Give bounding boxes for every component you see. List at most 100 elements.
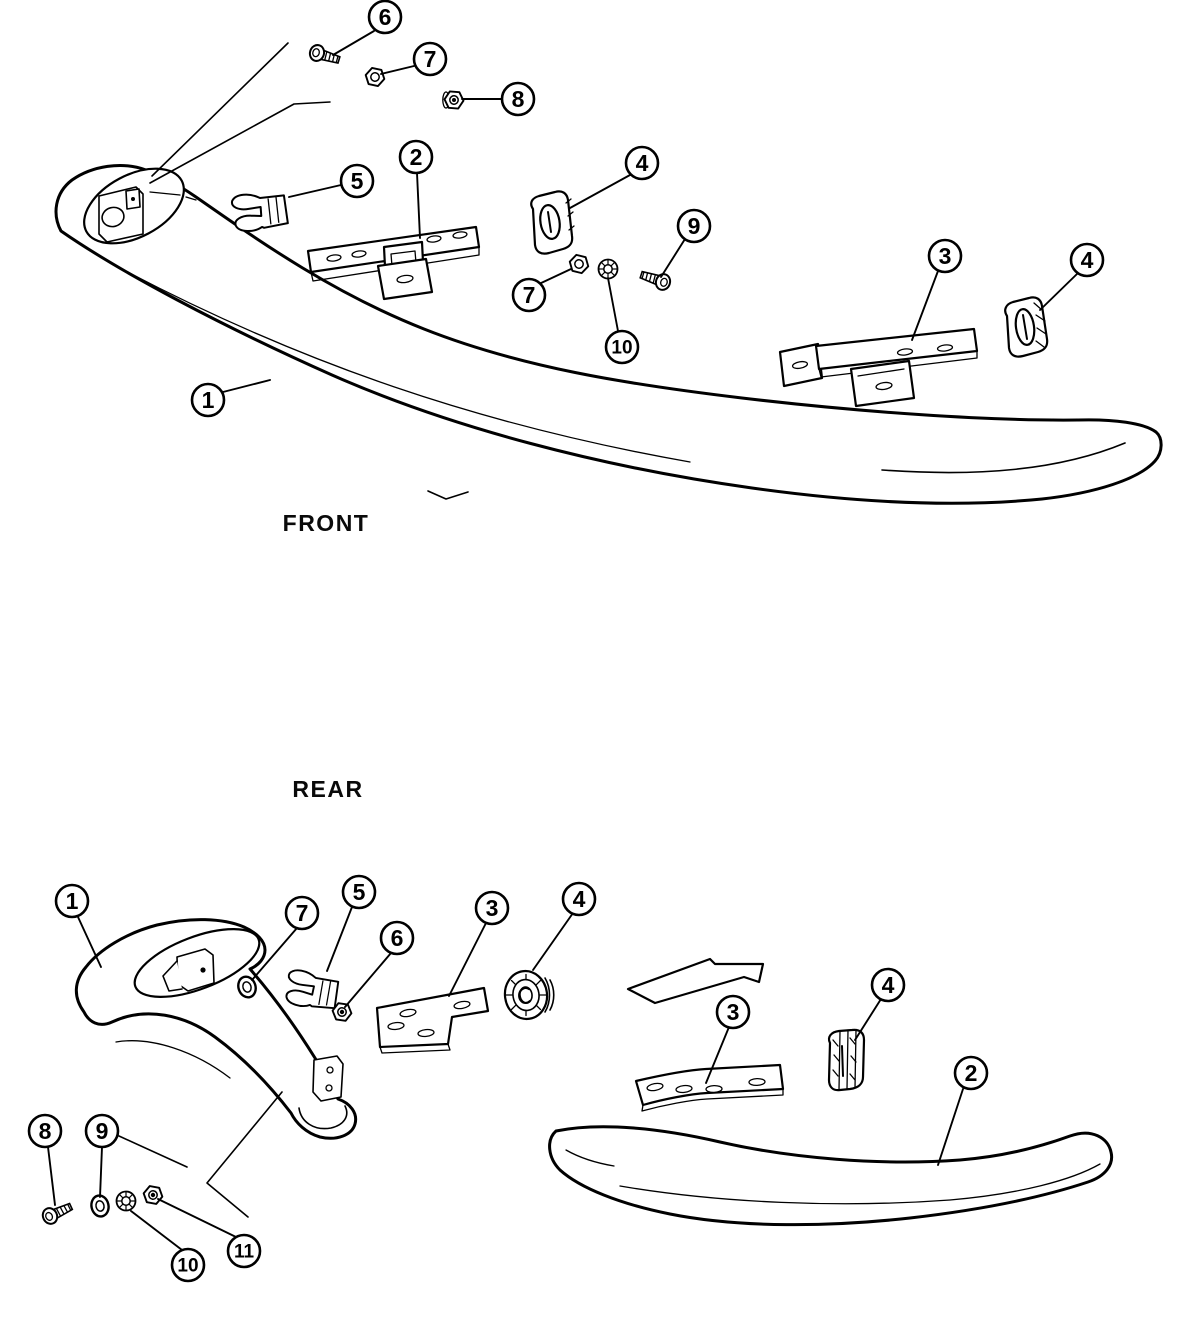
direction-arrow	[626, 957, 765, 1005]
callout-rear-4a-number: 4	[573, 886, 586, 912]
callout-front-5-circle	[339, 163, 375, 199]
callout-rear-7: 7	[251, 895, 320, 981]
callout-front-4b-leader-line	[1039, 272, 1079, 311]
callout-rear-3a-leader-line	[448, 922, 487, 997]
callout-front-8-circle	[500, 81, 536, 117]
callout-rear-8-leader-line	[47, 1146, 56, 1206]
callout-rear-1-number: 1	[66, 888, 79, 914]
callout-front-9-circle	[676, 208, 712, 244]
callout-rear-6: 6	[344, 920, 415, 1008]
callout-rear-11-number: 11	[234, 1242, 255, 1263]
callout-front-9-number: 9	[688, 213, 701, 239]
callout-rear-6-number: 6	[391, 925, 404, 951]
callout-rear-4b: 4	[854, 967, 906, 1041]
callout-front-2: 2	[398, 139, 434, 239]
callout-front-8: 8	[461, 81, 536, 117]
callout-rear-2-number: 2	[965, 1060, 978, 1086]
callout-rear-2: 2	[937, 1055, 989, 1166]
callout-front-8-number: 8	[512, 86, 525, 112]
part-bolt-9	[637, 266, 674, 293]
callout-rear-11: 11	[157, 1198, 262, 1269]
callout-front-4a-leader-line	[569, 174, 631, 209]
part-nut-7-upper	[363, 66, 387, 88]
part-nut-8	[442, 90, 465, 110]
callout-rear-3a-circle	[474, 890, 510, 926]
callout-front-4a-number: 4	[636, 150, 649, 176]
part-grommet-4-rear-left	[503, 969, 555, 1021]
callout-front-7b-circle	[511, 277, 547, 313]
callout-front-5-number: 5	[351, 168, 364, 194]
rear-section-label: REAR	[292, 776, 363, 802]
callout-rear-10-leader-line	[130, 1210, 183, 1251]
callout-rear-10-circle	[170, 1247, 206, 1283]
callout-rear-10-number: 10	[177, 1256, 198, 1277]
callout-front-4a: 4	[569, 145, 660, 209]
part-bracket-3-front	[778, 327, 979, 408]
callout-rear-11-circle	[226, 1233, 262, 1269]
callout-front-3-number: 3	[939, 243, 952, 269]
part-grommet-4-rear-right	[827, 1028, 866, 1092]
callout-rear-1-leader-line	[77, 916, 102, 968]
callout-front-6-number: 6	[379, 4, 392, 30]
callout-front-1-leader-line	[222, 379, 271, 393]
callout-rear-6-circle	[379, 920, 415, 956]
callout-rear-9-number: 9	[96, 1118, 109, 1144]
callout-rear-2-circle	[953, 1055, 989, 1091]
callout-rear-5-leader-line	[326, 906, 353, 972]
callout-front-7a-leader-line	[380, 65, 415, 75]
rear-bumper-left	[74, 918, 358, 1140]
callout-rear-4a: 4	[532, 881, 597, 971]
part-nut-10-rear	[115, 1190, 137, 1212]
callout-rear-5: 5	[326, 874, 377, 972]
front-section-label: FRONT	[283, 510, 370, 536]
callout-front-1-number: 1	[202, 387, 215, 413]
callout-rear-5-circle	[341, 874, 377, 910]
callout-rear-9-circle	[84, 1113, 120, 1149]
callout-front-5-leader-line	[288, 184, 342, 198]
callout-rear-3b-leader-line	[705, 1026, 730, 1084]
callout-rear-8-circle	[27, 1113, 63, 1149]
callout-front-7b-number: 7	[523, 282, 536, 308]
callout-rear-10: 10	[130, 1210, 206, 1283]
callout-front-7a: 7	[380, 41, 448, 77]
callout-front-4a-circle	[624, 145, 660, 181]
callout-front-1-circle	[190, 382, 226, 418]
part-bracket-3-rear-right	[634, 1063, 785, 1112]
callout-rear-3b-circle	[715, 994, 751, 1030]
callout-front-7b: 7	[511, 268, 572, 313]
part-clamp-5-front	[230, 190, 290, 234]
callout-rear-4b-leader-line	[854, 998, 882, 1041]
callout-front-6-circle	[367, 0, 403, 35]
callout-front-1: 1	[190, 379, 271, 418]
callout-rear-4b-number: 4	[882, 972, 895, 998]
part-nut-11-rear	[141, 1184, 165, 1206]
callout-rear-6-leader-line	[344, 952, 392, 1008]
callout-front-4b: 4	[1039, 242, 1105, 311]
callout-front-2-leader-line	[416, 172, 421, 239]
callout-front-10-circle	[604, 329, 640, 365]
callout-front-3-circle	[927, 238, 963, 274]
callout-front-6: 6	[332, 0, 403, 56]
callout-front-6-leader-line	[332, 30, 375, 56]
callout-front-7a-circle	[412, 41, 448, 77]
callout-rear-7-number: 7	[296, 900, 309, 926]
callout-rear-4a-leader-line	[532, 912, 574, 971]
callout-front-2-number: 2	[410, 144, 423, 170]
front-bumper-group	[54, 42, 1163, 505]
part-nut-7-lower	[566, 252, 592, 276]
callout-rear-7-circle	[284, 895, 320, 931]
callout-front-7b-leader-line	[538, 268, 572, 285]
callout-rear-3a: 3	[448, 890, 510, 997]
part-bolt-8-rear	[39, 1198, 76, 1228]
callout-rear-3b: 3	[705, 994, 751, 1084]
callout-front-4b-number: 4	[1081, 247, 1094, 273]
part-bracket-3-rear-left	[375, 986, 490, 1054]
callout-front-9: 9	[660, 208, 712, 278]
callout-rear-2-leader-line	[937, 1088, 964, 1166]
front-bumper-bar	[54, 163, 1163, 505]
part-nut-10-front	[597, 258, 619, 280]
